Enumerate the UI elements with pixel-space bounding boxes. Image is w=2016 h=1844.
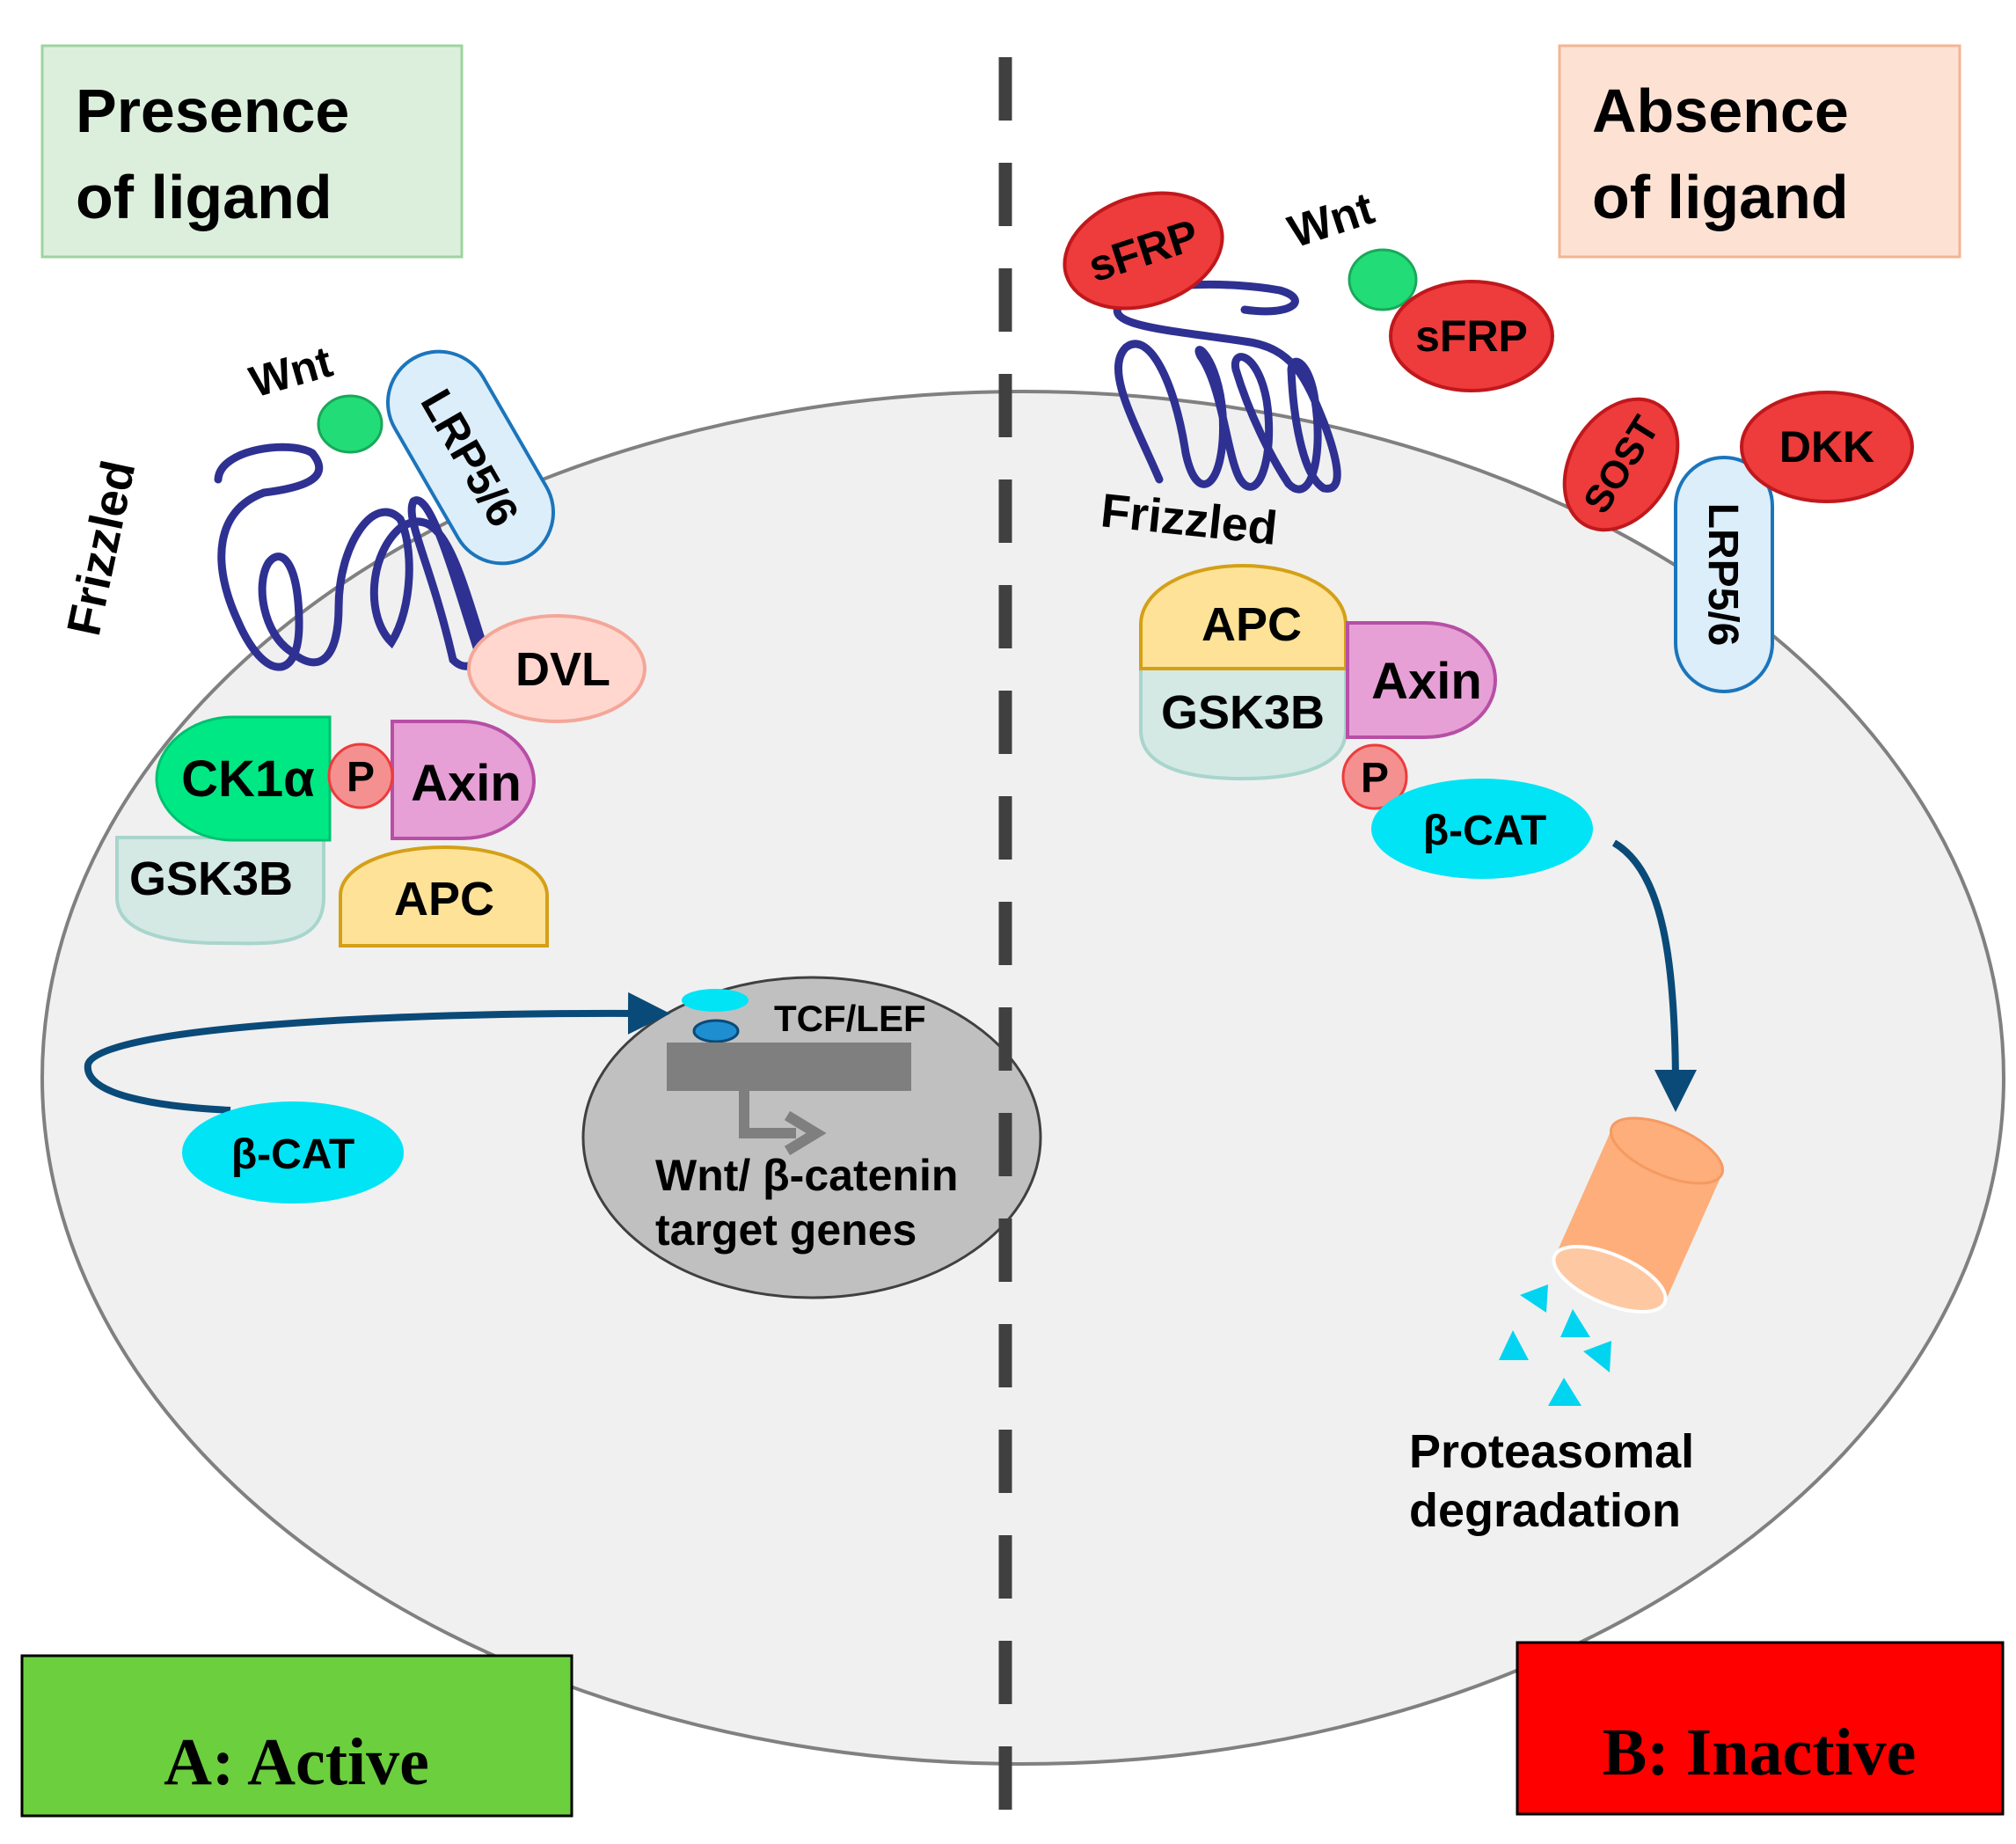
beta-catenin-label-inactive: β-CAT <box>1423 808 1546 854</box>
beta-catenin-translocation-arrow <box>84 992 670 1114</box>
nuclear-beta-catenin <box>682 989 749 1012</box>
axin-active: Axin <box>391 720 537 840</box>
dvl-label: DVL <box>515 643 610 696</box>
tcf-lef-label: TCF/LEF <box>774 998 926 1039</box>
gsk3b-active: GSK3B <box>115 836 325 946</box>
wnt-ligand-inactive <box>1348 248 1418 311</box>
ck1-alpha: CK1α <box>155 715 332 842</box>
status-inactive-label: B: Inactive <box>1603 1716 1917 1789</box>
lrp5-6-coreceptor-active: LRP5/6 <box>386 349 555 566</box>
proteasome <box>1552 1116 1725 1314</box>
dkk-inhibitor: DKK <box>1740 391 1914 503</box>
frizzled-receptor-active <box>214 443 497 671</box>
wnt-label-active: Wnt <box>245 337 339 407</box>
sfrp-2: sFRP <box>1389 280 1554 392</box>
gsk3b-label-active: GSK3B <box>129 852 293 905</box>
presence-heading-line-1: Presence <box>76 77 349 145</box>
ck1-alpha-label: CK1α <box>181 750 315 808</box>
dna-strand <box>667 1043 911 1091</box>
degraded-fragments <box>1499 1284 1611 1406</box>
status-active-box: A: Active <box>20 1654 573 1818</box>
presence-heading-line-2: of ligand <box>76 163 332 231</box>
apc-label-inactive: APC <box>1202 598 1302 651</box>
dvl-protein: DVL <box>467 614 646 723</box>
wnt-ligand-active <box>317 394 383 454</box>
degradation-label-line-1: Proteasomal <box>1409 1425 1694 1478</box>
presence-of-ligand-box: Presence of ligand <box>40 44 464 259</box>
dkk-label: DKK <box>1779 422 1874 472</box>
absence-heading-line-1: Absence <box>1592 77 1849 145</box>
lrp5-6-coreceptor-inactive: LRP5/6 <box>1674 456 1774 693</box>
gsk3b-inactive: GSK3B <box>1139 667 1348 781</box>
beta-catenin-label-active: β-CAT <box>231 1131 354 1178</box>
phosphate-label-inactive: P <box>1361 755 1389 801</box>
absence-heading-line-2: of ligand <box>1592 163 1849 231</box>
transcription-arrow <box>739 1091 796 1138</box>
axin-inactive: Axin <box>1346 621 1498 739</box>
phosphate-active: P <box>327 743 394 809</box>
apc-label-active: APC <box>394 873 494 926</box>
target-genes-label-line-2: target genes <box>655 1205 917 1255</box>
lrp5-6-label-inactive: LRP5/6 <box>1699 503 1746 647</box>
tcf-lef-factor <box>692 1019 740 1043</box>
fragment-5 <box>1548 1378 1581 1406</box>
axin-label-active: Axin <box>411 755 522 812</box>
wnt-label-inactive: Wnt <box>1282 183 1380 258</box>
gsk3b-label-inactive: GSK3B <box>1161 686 1325 739</box>
axin-label-inactive: Axin <box>1371 653 1482 710</box>
fragment-3 <box>1499 1330 1529 1360</box>
target-genes-label-line-1: Wnt/ β-catenin <box>655 1151 958 1200</box>
sost-inhibitor: SOST <box>1562 397 1680 532</box>
apc-active: APC <box>339 845 549 948</box>
sfrp-1: sFRP <box>1063 191 1224 311</box>
fragment-2 <box>1560 1309 1590 1337</box>
degradation-arrow <box>1611 839 1697 1112</box>
fragment-4 <box>1583 1341 1611 1372</box>
frizzled-receptor-inactive <box>1113 280 1341 494</box>
degradation-label-line-2: degradation <box>1409 1484 1681 1537</box>
absence-of-ligand-box: Absence of ligand <box>1558 44 1961 259</box>
apc-inactive: APC <box>1139 563 1348 670</box>
phosphate-label-active: P <box>347 754 375 801</box>
status-inactive-box: B: Inactive <box>1516 1641 2005 1816</box>
status-active-label: A: Active <box>164 1725 429 1799</box>
beta-catenin-active: β-CAT <box>182 1101 404 1204</box>
frizzled-label-active: Frizzled <box>57 456 145 640</box>
phosphate-inactive: P <box>1341 743 1408 810</box>
beta-catenin-inactive: β-CAT <box>1371 779 1593 879</box>
sfrp-2-label: sFRP <box>1415 311 1528 361</box>
fragment-1 <box>1520 1284 1548 1313</box>
transcription-arrow-head <box>784 1110 827 1156</box>
